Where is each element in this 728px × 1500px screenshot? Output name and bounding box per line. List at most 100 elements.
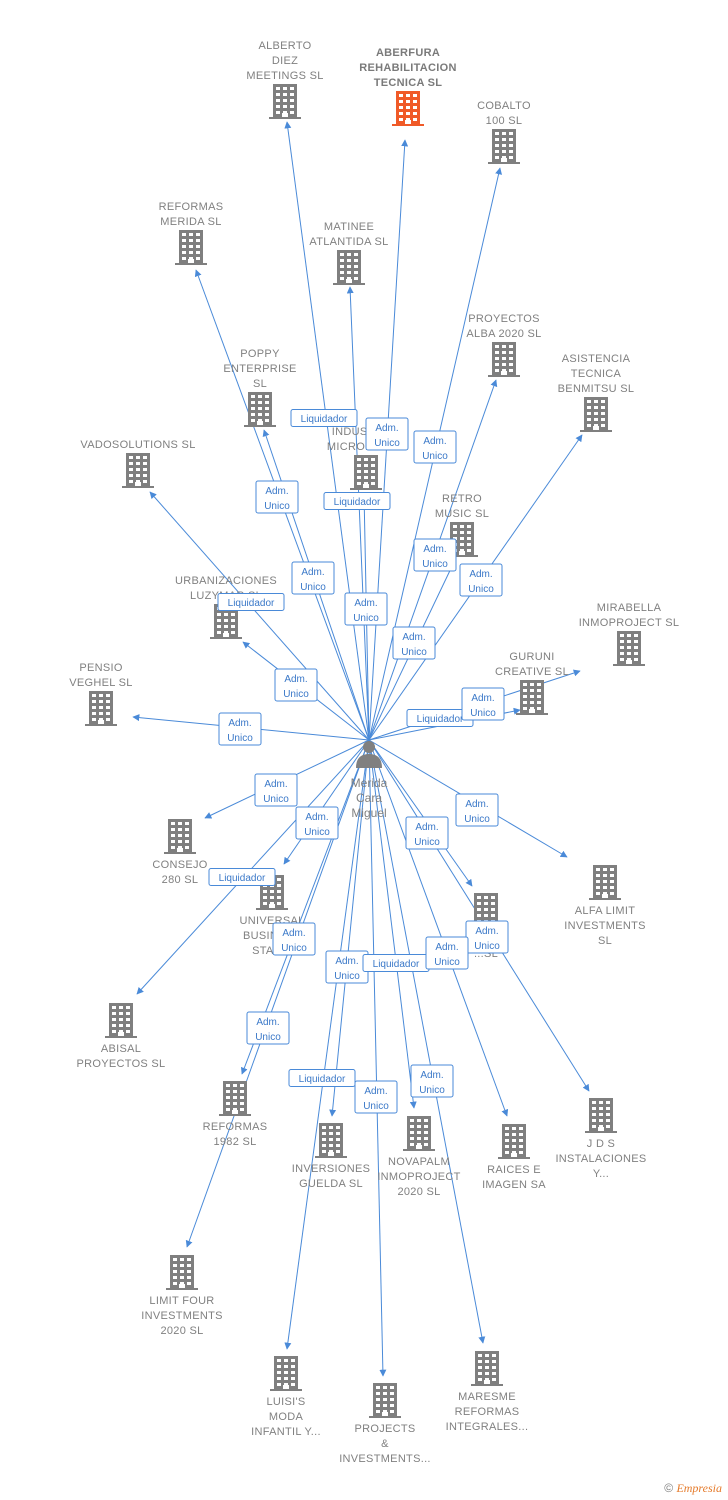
relation-text: Liquidador bbox=[228, 598, 275, 609]
company-node-raices[interactable]: RAICES E IMAGEN SA bbox=[482, 1124, 546, 1191]
company-node-poppy[interactable]: POPPY ENTERPRISE SL bbox=[223, 348, 296, 427]
company-label: 2020 SL bbox=[397, 1186, 440, 1198]
relation-text: Adm. bbox=[435, 942, 458, 953]
relation-label-urbanizaciones: Adm.Unico bbox=[274, 668, 318, 702]
building-icon bbox=[350, 455, 382, 490]
relation-text: Adm. bbox=[284, 674, 307, 685]
company-label: POPPY bbox=[240, 348, 280, 360]
edge-abisal bbox=[136, 739, 370, 995]
company-label: RAICES E bbox=[487, 1164, 541, 1176]
company-label: NOVAPALM bbox=[388, 1156, 450, 1168]
edge-raices bbox=[368, 739, 509, 1117]
building-icon bbox=[369, 1383, 401, 1418]
company-label: REFORMAS bbox=[159, 201, 224, 213]
relation-label-projects: Adm.Unico bbox=[354, 1080, 398, 1114]
relation-label-alfa-limit: Adm.Unico bbox=[455, 793, 499, 827]
relation-label-retro: Adm.Unico bbox=[392, 626, 436, 660]
relation-label-luisis: Liquidador bbox=[288, 1069, 356, 1087]
relation-label-raices: Adm. Unico bbox=[425, 936, 469, 970]
building-icon bbox=[269, 84, 301, 119]
company-label: ENTERPRISE bbox=[223, 363, 296, 375]
relation-text: Unico bbox=[363, 1101, 389, 1112]
relation-text: Adm. bbox=[264, 779, 287, 790]
relation-text: Unico bbox=[414, 837, 440, 848]
company-label: GUELDA SL bbox=[299, 1178, 363, 1190]
building-icon bbox=[392, 91, 424, 126]
company-node-maresme[interactable]: MARESMEREFORMASINTEGRALES... bbox=[446, 1351, 529, 1433]
company-label: 100 SL bbox=[486, 115, 523, 127]
company-label: ALBERTO bbox=[258, 40, 311, 52]
relation-text: Unico bbox=[227, 733, 253, 744]
person-name-line: Miguel bbox=[351, 806, 386, 820]
relation-text: Unico bbox=[255, 1032, 281, 1043]
building-icon bbox=[105, 1003, 137, 1038]
building-icon bbox=[585, 1098, 617, 1133]
company-label: ABERFURA bbox=[376, 47, 440, 59]
relation-label-cobalto: Adm. Unico bbox=[413, 430, 457, 464]
relation-text: Unico bbox=[464, 814, 490, 825]
company-label: REHABILITACION bbox=[359, 62, 457, 74]
footer-brand[interactable]: © Empresia bbox=[664, 1481, 722, 1496]
company-label: MUSIC SL bbox=[435, 508, 489, 520]
company-node-inversiones[interactable]: INVERSIONES GUELDA SL bbox=[292, 1123, 371, 1190]
company-label: LUISI'S bbox=[266, 1396, 305, 1408]
relation-text: Unico bbox=[263, 794, 289, 805]
company-label: INMOPROJECT bbox=[377, 1171, 460, 1183]
relation-text: Unico bbox=[374, 438, 400, 449]
company-label: CREATIVE SL bbox=[495, 666, 569, 678]
relation-label-industrial: Adm.Unico bbox=[344, 592, 388, 626]
person-name-line: Cara bbox=[356, 791, 382, 805]
relation-text: Unico bbox=[434, 957, 460, 968]
building-icon bbox=[403, 1116, 435, 1151]
edge-maresme bbox=[368, 739, 486, 1344]
company-label: PENSIO bbox=[79, 662, 123, 674]
company-node-jds[interactable]: J D SINSTALACIONESY... bbox=[555, 1098, 646, 1180]
company-label: 280 SL bbox=[162, 874, 199, 886]
copyright-symbol: © bbox=[664, 1481, 674, 1495]
relation-text: Unico bbox=[422, 451, 448, 462]
relation-label-asistencia: Adm.Unico bbox=[459, 563, 503, 597]
company-label: IMAGEN SA bbox=[482, 1179, 546, 1191]
relation-label-aberfura: Adm.Unico bbox=[365, 417, 409, 451]
relation-text: Adm. bbox=[301, 567, 324, 578]
company-label: MIRABELLA bbox=[597, 602, 662, 614]
relation-text: Adm. bbox=[420, 1070, 443, 1081]
company-node-novapalm[interactable]: NOVAPALM INMOPROJECT 2020 SL bbox=[377, 1116, 460, 1198]
company-label: SL bbox=[253, 378, 267, 390]
edge-novapalm bbox=[368, 739, 417, 1109]
relation-text: Adm. bbox=[415, 822, 438, 833]
relation-text: Unico bbox=[353, 613, 379, 624]
company-label: 2020 SL bbox=[160, 1325, 203, 1337]
building-icon bbox=[488, 342, 520, 377]
relation-label-inversiones: Adm.Unico bbox=[325, 950, 369, 984]
company-label: INVERSIONES bbox=[292, 1163, 371, 1175]
relation-label-vadosolutions: Liquidador bbox=[217, 593, 285, 611]
building-icon bbox=[498, 1124, 530, 1159]
company-node-projects[interactable]: PROJECTS&INVESTMENTS... bbox=[339, 1383, 431, 1465]
relation-text: Adm. bbox=[423, 436, 446, 447]
building-icon bbox=[219, 1081, 251, 1116]
relation-text: Unico bbox=[281, 943, 307, 954]
building-icon bbox=[270, 1356, 302, 1391]
company-label: INTEGRALES... bbox=[446, 1421, 529, 1433]
company-node-vadosolutions[interactable]: VADOSOLUTIONS SL bbox=[80, 439, 195, 488]
relation-text: Unico bbox=[422, 559, 448, 570]
